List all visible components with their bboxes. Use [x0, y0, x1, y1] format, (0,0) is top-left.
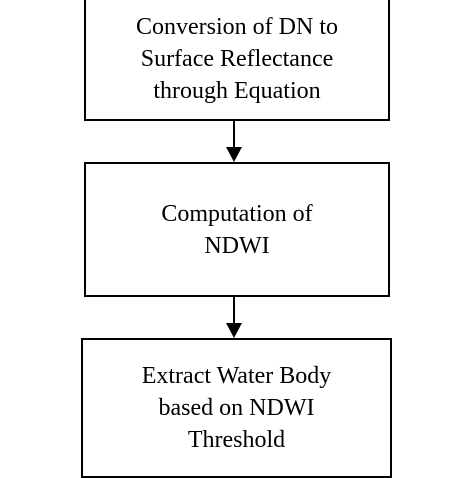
- arrow-down-icon: [219, 297, 249, 338]
- connector-line: [233, 121, 235, 149]
- arrowhead: [226, 323, 242, 338]
- arrowhead: [226, 147, 242, 162]
- arrow-down-icon: [219, 121, 249, 162]
- flowchart-step-conversion: Conversion of DN to Surface Reflectance …: [84, 0, 390, 121]
- flowchart-step-extract: Extract Water Body based on NDWI Thresho…: [81, 338, 392, 478]
- step-label: Conversion of DN to Surface Reflectance …: [136, 13, 338, 104]
- flowchart-step-computation: Computation of NDWI: [84, 162, 390, 297]
- step-label: Computation of NDWI: [161, 200, 313, 259]
- connector-line: [233, 297, 235, 325]
- step-label: Extract Water Body based on NDWI Thresho…: [141, 363, 332, 453]
